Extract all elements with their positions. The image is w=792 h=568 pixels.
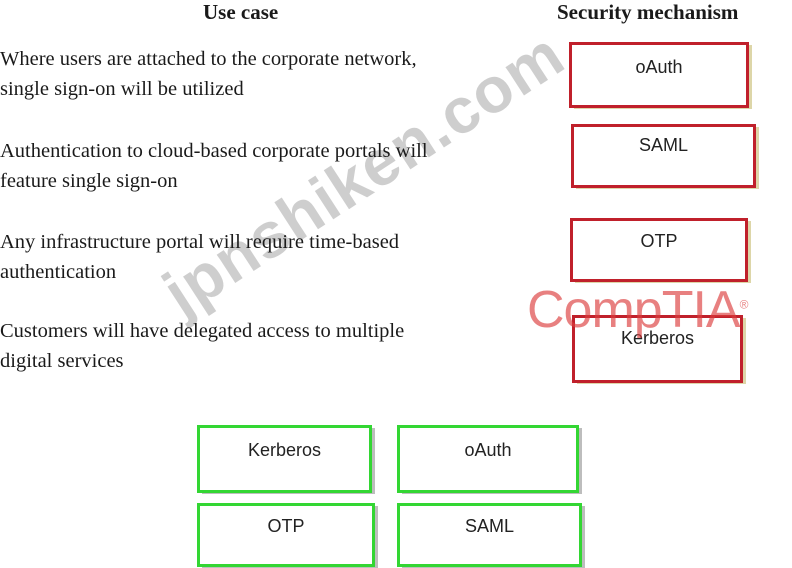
use-case-2-line2: feature single sign-on: [0, 170, 178, 192]
answer-slot-3[interactable]: OTP: [570, 218, 748, 282]
use-case-2: Authentication to cloud-based corporate …: [0, 136, 520, 196]
option-kerberos[interactable]: Kerberos: [197, 425, 372, 493]
use-case-1: Where users are attached to the corporat…: [0, 44, 520, 104]
security-mechanism-header: Security mechanism: [557, 0, 739, 24]
answer-slot-1[interactable]: oAuth: [569, 42, 749, 108]
use-case-1-line1: Where users are attached to the corporat…: [0, 48, 417, 70]
use-case-4-line2: digital services: [0, 350, 124, 372]
use-case-2-line1: Authentication to cloud-based corporate …: [0, 140, 428, 162]
use-case-1-line2: single sign-on will be utilized: [0, 78, 244, 100]
use-case-3-line2: authentication: [0, 261, 117, 283]
option-otp[interactable]: OTP: [197, 503, 375, 567]
use-case-4: Customers will have delegated access to …: [0, 316, 520, 376]
logo-registered-mark: ®: [739, 297, 749, 312]
answer-slot-2[interactable]: SAML: [571, 124, 756, 188]
option-oauth[interactable]: oAuth: [397, 425, 579, 493]
use-case-3: Any infrastructure portal will require t…: [0, 227, 520, 287]
answer-slot-4[interactable]: Kerberos: [572, 315, 743, 383]
use-case-3-line1: Any infrastructure portal will require t…: [0, 231, 400, 253]
use-case-header: Use case: [203, 0, 279, 24]
option-saml[interactable]: SAML: [397, 503, 582, 567]
use-case-4-line1: Customers will have delegated access to …: [0, 320, 405, 342]
